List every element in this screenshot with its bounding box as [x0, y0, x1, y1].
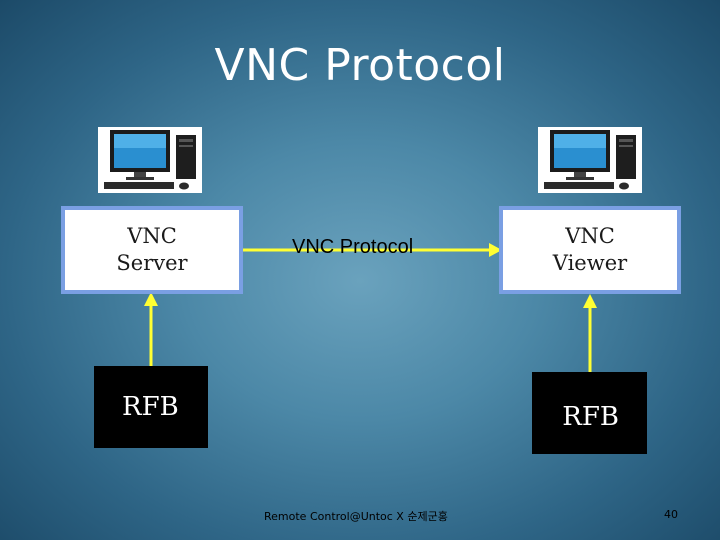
rfb-left-box: RFB — [94, 366, 208, 448]
vnc-viewer-box: VNC Viewer — [499, 206, 681, 294]
rfb-left-label: RFB — [122, 392, 179, 422]
page-number: 40 — [664, 508, 678, 521]
server-label-line2: Server — [116, 251, 188, 275]
server-computer-icon — [98, 127, 202, 193]
viewer-computer-icon — [538, 127, 642, 193]
slide-title: VNC Protocol — [214, 40, 506, 91]
protocol-label: VNC Protocol — [292, 236, 414, 258]
protocol-arrowhead — [489, 243, 502, 257]
rfb-right-box: RFB — [532, 372, 647, 454]
slide-footer: Remote Control@Untoc X 순제군홍 — [264, 510, 448, 523]
rfb-right-label: RFB — [562, 402, 619, 432]
right-up-arrowhead — [583, 294, 597, 308]
left-up-arrowhead — [144, 292, 158, 306]
viewer-label-line1: VNC — [565, 223, 615, 248]
vnc-server-box: VNC Server — [61, 206, 243, 294]
viewer-label-line2: Viewer — [552, 251, 628, 275]
server-label-line1: VNC — [127, 223, 177, 248]
